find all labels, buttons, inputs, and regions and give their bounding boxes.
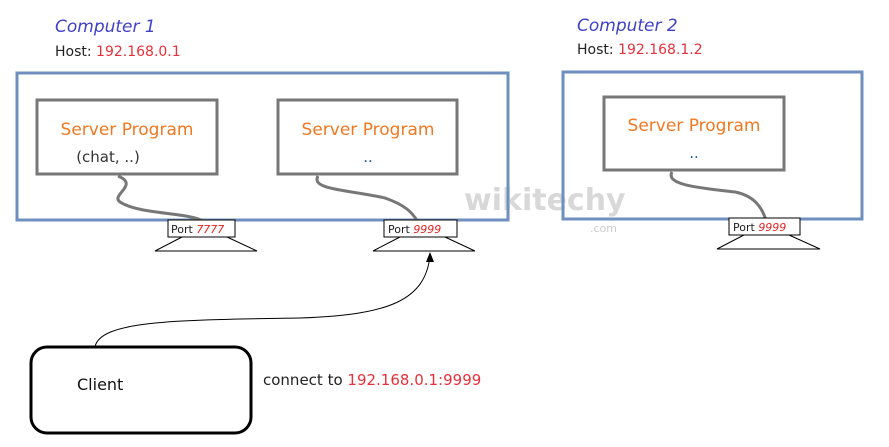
svg-text:Port 7777: Port 7777 xyxy=(171,223,224,236)
client-box xyxy=(29,345,253,435)
connection-line xyxy=(116,174,206,224)
computer1-box xyxy=(15,71,510,222)
port-9999: Port 9999 xyxy=(372,219,476,252)
connection-line xyxy=(315,175,420,223)
connection-line xyxy=(669,171,768,221)
server-program-sub: .. xyxy=(363,148,373,166)
computer2-title: Computer 2 xyxy=(577,16,678,36)
computer2-host: Host: 192.168.1.2 xyxy=(577,42,703,58)
connect-text: connect to 192.168.0.1:9999 xyxy=(263,371,481,389)
server-program-2 xyxy=(276,98,459,176)
server-program-sub: .. xyxy=(689,144,699,162)
computer2-box xyxy=(561,70,864,221)
watermark-domain: .com xyxy=(590,222,617,235)
svg-text:Port 9999: Port 9999 xyxy=(388,223,441,236)
watermark: wikitechy .com xyxy=(464,183,626,235)
server-program-label: Server Program xyxy=(302,120,435,140)
watermark-text: wikitechy xyxy=(464,183,626,218)
server-program-sub: (chat, ..) xyxy=(76,148,140,166)
computer2-port-9999: Port 9999 xyxy=(716,217,821,250)
client-label: Client xyxy=(77,375,123,394)
server-program-3 xyxy=(602,95,786,172)
server-program-label: Server Program xyxy=(628,116,761,136)
port-7777: Port 7777 xyxy=(154,219,258,252)
server-program-chat xyxy=(35,98,219,176)
client-connection-arrow xyxy=(94,255,431,348)
arrow-head-icon xyxy=(426,252,434,262)
computer1-host: Host: 192.168.0.1 xyxy=(55,44,181,60)
server-program-label: Server Program xyxy=(61,120,194,140)
computer1-title: Computer 1 xyxy=(55,17,156,37)
svg-text:Port 9999: Port 9999 xyxy=(733,221,786,234)
